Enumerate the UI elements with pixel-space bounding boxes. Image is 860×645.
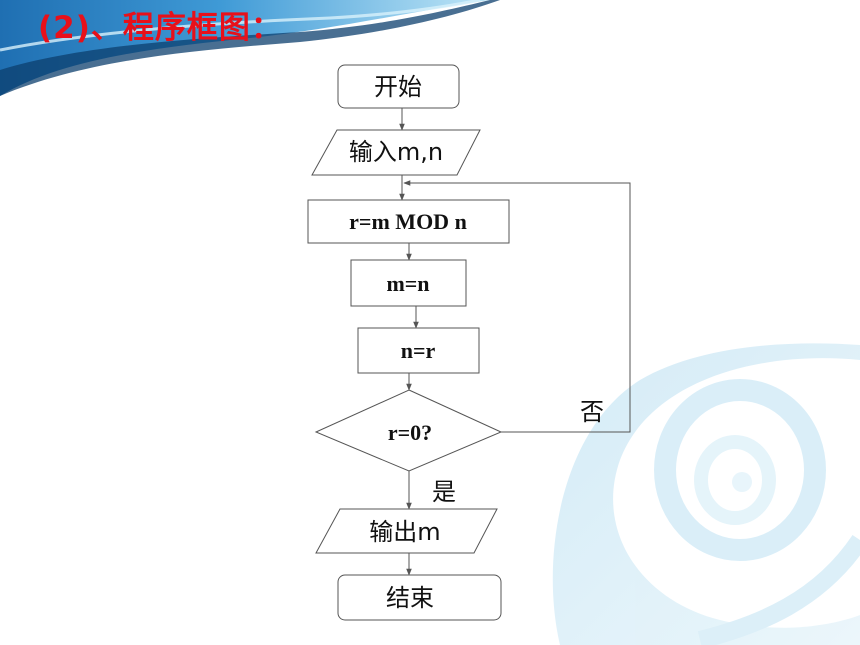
edge-label-yes: 是: [432, 478, 456, 506]
node-check: r=0?: [314, 389, 503, 472]
node-start-label: 开始: [374, 73, 422, 101]
node-assign-m-label: m=n: [386, 271, 429, 296]
node-input: 输入m,n: [311, 129, 481, 176]
flowchart-edges: [399, 108, 631, 576]
node-assign-m: m=n: [350, 259, 467, 307]
node-mod-label: r=m MOD n: [349, 209, 467, 234]
slide-title: (2)、程序框图：: [38, 10, 283, 46]
node-assign-n: n=r: [357, 327, 480, 374]
edge-loop-back: [403, 180, 631, 433]
node-input-label: 输入m,n: [349, 138, 443, 166]
node-check-label: r=0?: [388, 420, 432, 445]
node-start: 开始: [337, 64, 460, 109]
decorative-swirl: [552, 343, 860, 645]
node-end: 结束: [337, 574, 502, 621]
node-assign-n-label: n=r: [401, 338, 436, 363]
node-end-label: 结束: [386, 584, 434, 612]
flowchart-nodes: 开始 输入m,n r=m MOD n m=n n=r r=0? 输出m 结束: [307, 64, 510, 621]
edge-label-no: 否: [580, 398, 604, 426]
node-mod: r=m MOD n: [307, 199, 510, 244]
header-banner: [0, 0, 500, 96]
node-output: 输出m: [315, 508, 498, 554]
node-output-label: 输出m: [369, 518, 440, 546]
